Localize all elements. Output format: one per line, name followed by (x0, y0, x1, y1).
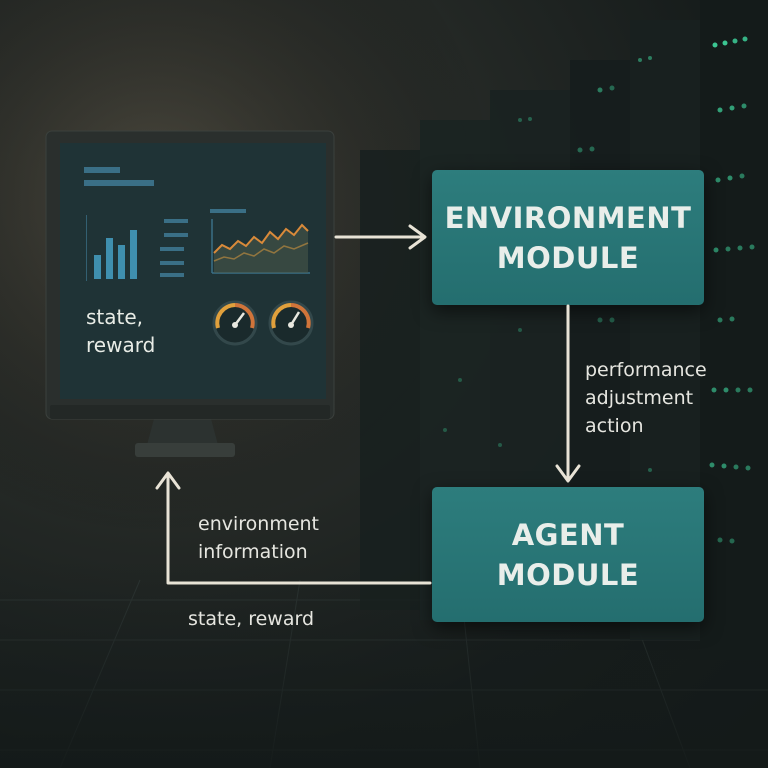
speedometer-gauge-icon (268, 300, 314, 346)
state-reward-label: state, reward (188, 608, 315, 630)
header-lines (84, 167, 154, 186)
monitor-screen: state, reward (60, 143, 326, 399)
bar-chart-icon (86, 215, 188, 281)
server-leds (443, 36, 755, 544)
environment-information-label: environment information (198, 513, 320, 563)
area-line-chart-icon (210, 209, 310, 274)
agent-module-box: AGENT MODULE (432, 487, 704, 622)
performance-adjustment-action-label: performance adjustment action (585, 359, 707, 437)
speedometer-gauge-icon (212, 300, 258, 346)
environment-module-box: ENVIRONMENT MODULE (432, 170, 704, 305)
monitor-state-reward-label: state, reward (86, 305, 156, 357)
